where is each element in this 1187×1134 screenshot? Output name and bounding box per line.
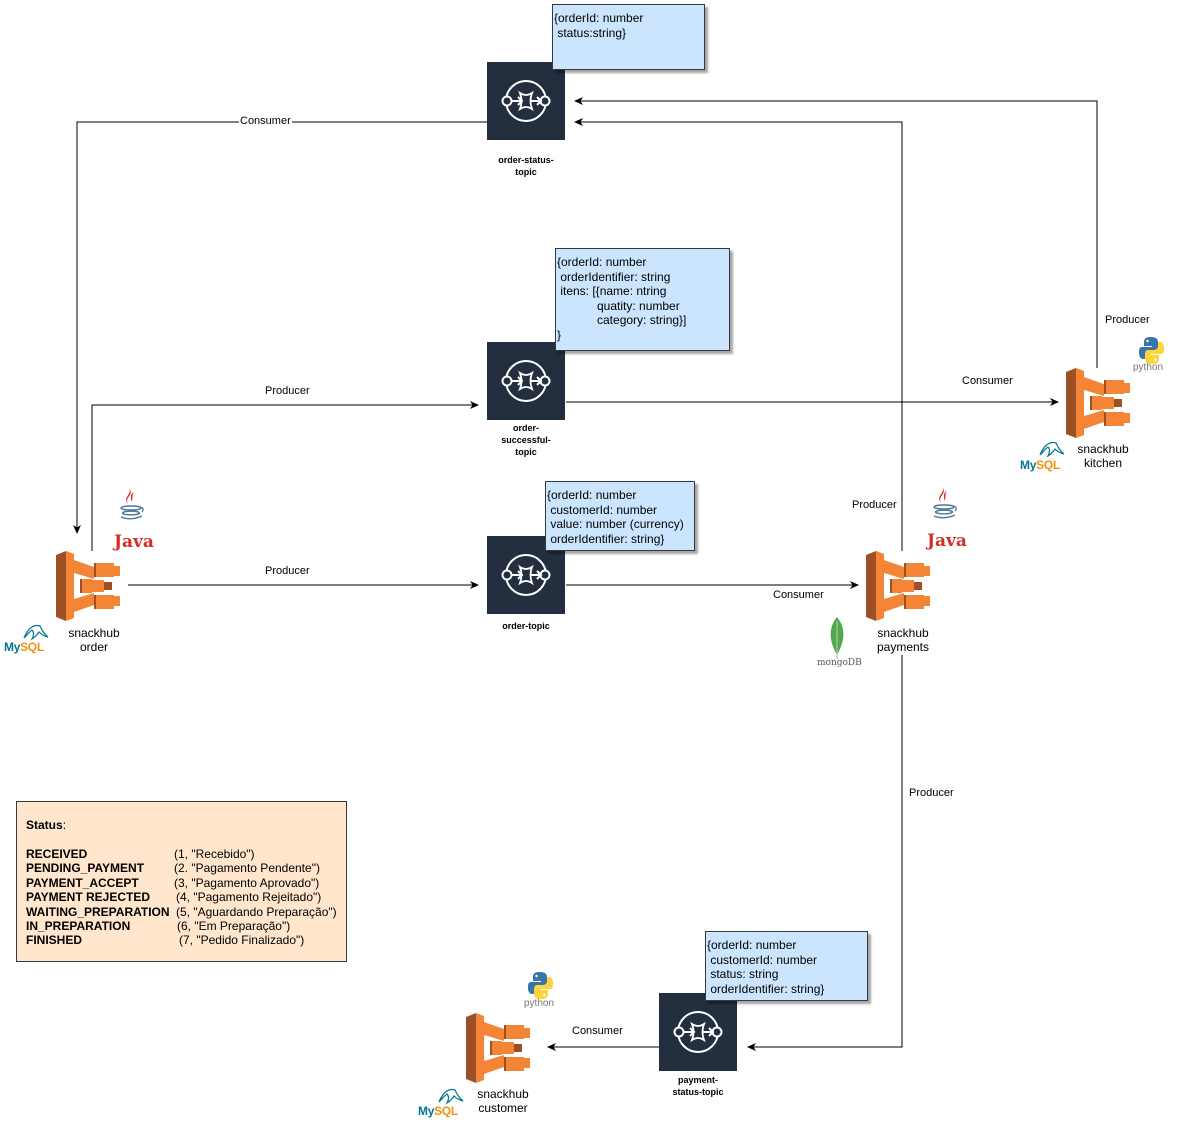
mongodb-leaf-icon	[830, 617, 844, 659]
schema-line: value: number (currency)	[547, 517, 684, 531]
python-icon	[528, 972, 553, 999]
status-key: IN_PREPARATION	[26, 919, 131, 933]
edge-kitchen-to-order-status	[574, 97, 1098, 368]
schema-line: status: string	[707, 967, 779, 981]
status-legend-title: Status:	[26, 818, 67, 832]
service-label-customer: snackhub customer	[477, 1087, 529, 1115]
schema-line: category: string}]	[557, 313, 687, 327]
schema-line: itens: [{name: ntring	[557, 284, 667, 298]
schema-line: orderIdentifier: string}	[707, 981, 825, 996]
ecs-container-icon	[466, 1013, 530, 1083]
ecs-container-icon	[1066, 368, 1130, 438]
schema-payment-status: {orderId: number customerId: number stat…	[705, 931, 868, 1001]
schema-line: customerId: number	[547, 502, 658, 517]
status-key: WAITING_PREPARATION	[26, 904, 170, 919]
status-legend-row: IN_PREPARATION (6, "Em Preparação")	[26, 919, 346, 934]
edge-label-consumer: Consumer	[572, 1025, 623, 1037]
sns-topic-icon	[486, 61, 566, 141]
status-key: PAYMENT_ACCEPT	[26, 875, 139, 890]
schema-line: }	[557, 327, 562, 342]
schema-line: status:string}	[554, 25, 627, 40]
sns-topic-icon	[658, 992, 738, 1072]
python-logo-text: python	[524, 998, 555, 1009]
status-legend-row: FINISHED (7, "Pedido Finalizado")	[26, 933, 346, 948]
status-value: (5, "Aguardando Preparação")	[176, 904, 337, 919]
edge-label-consumer: Consumer	[962, 375, 1013, 387]
java-icon	[933, 486, 957, 519]
status-value: (2. "Pagamento Pendente")	[174, 861, 320, 876]
status-legend-row: RECEIVED (1, "Recebido")	[26, 847, 346, 862]
schema-line: {orderId: number	[557, 255, 647, 269]
mysql-logo-text: MySQL	[1020, 458, 1060, 472]
status-value: (6, "Em Preparação")	[177, 919, 291, 933]
mysql-logo-text: MySQL	[418, 1104, 458, 1118]
edge-label-producer: Producer	[852, 499, 897, 511]
edge-label-producer: Producer	[265, 565, 310, 577]
service-label-kitchen: snackhub kitchen	[1077, 442, 1129, 470]
python-icon	[1139, 337, 1164, 364]
topic-label-payment-status: payment- status-topic	[672, 1075, 724, 1097]
mongodb-logo-text: mongoDB	[817, 658, 862, 668]
edge-label-consumer: Consumer	[773, 589, 824, 601]
edge-payments-to-payment-status	[747, 655, 903, 1051]
schema-order-successful: {orderId: number orderIdentifier: string…	[555, 248, 730, 351]
java-icon	[120, 487, 144, 520]
status-legend-row: PENDING_PAYMENT (2. "Pagamento Pendente")	[26, 861, 346, 876]
edge-label-producer: Producer	[909, 787, 954, 799]
java-logo-text: Java	[927, 531, 967, 551]
ecs-container-icon	[866, 551, 930, 621]
schema-order-status: {orderId: number status:string}	[552, 4, 705, 70]
status-value: (7, "Pedido Finalizado")	[179, 933, 305, 948]
schema-line: quatity: number	[557, 298, 680, 313]
status-key: FINISHED	[26, 933, 83, 948]
ecs-container-icon	[56, 551, 120, 621]
topic-label-order-status: order-status- topic	[498, 155, 554, 177]
schema-line: orderIdentifier: string	[557, 269, 671, 284]
service-label-order: snackhub order	[68, 626, 120, 654]
schema-line: orderIdentifier: string}	[547, 531, 665, 546]
edge-payments-to-order-status	[574, 118, 903, 551]
connectors	[73, 97, 1098, 1051]
sns-topic-icon	[486, 341, 566, 421]
java-logo-text: Java	[114, 532, 154, 552]
status-value: (3, "Pagamento Aprovado")	[174, 875, 320, 890]
python-logo-text: python	[1133, 362, 1164, 373]
edge-label-producer: Producer	[1105, 314, 1150, 326]
mysql-logo-text: MySQL	[4, 640, 44, 654]
status-key: PENDING_PAYMENT	[26, 861, 145, 876]
status-legend: Status: RECEIVED(1, "Recebido")PENDING_P…	[16, 801, 347, 962]
edge-order-status-to-order	[73, 121, 487, 534]
topic-label-order-successful: order- successful- topic	[501, 423, 551, 457]
edge-label-producer: Producer	[265, 385, 310, 397]
edge-order-to-order-successful	[91, 401, 479, 551]
schema-line: {orderId: number	[547, 488, 637, 502]
status-legend-row: PAYMENT_ACCEPT (3, "Pagamento Aprovado")	[26, 876, 346, 891]
status-key: RECEIVED	[26, 847, 88, 861]
status-key: PAYMENT REJECTED	[26, 890, 151, 905]
status-legend-row: WAITING_PREPARATION (5, "Aguardando Prepa…	[26, 905, 346, 920]
topic-label-order: order-topic	[502, 621, 550, 631]
status-legend-row: PAYMENT REJECTED (4, "Pagamento Rejeitado…	[26, 890, 346, 905]
schema-line: {orderId: number	[554, 11, 644, 25]
schema-order-topic: {orderId: number customerId: number valu…	[545, 481, 695, 551]
schema-line: customerId: number	[707, 952, 818, 967]
status-value: (4, "Pagamento Rejeitado")	[176, 890, 322, 905]
service-label-payments: snackhub payments	[876, 626, 930, 654]
schema-line: {orderId: number	[707, 938, 797, 952]
status-value: (1, "Recebido")	[174, 847, 255, 861]
edge-label-consumer: Consumer	[239, 115, 292, 127]
